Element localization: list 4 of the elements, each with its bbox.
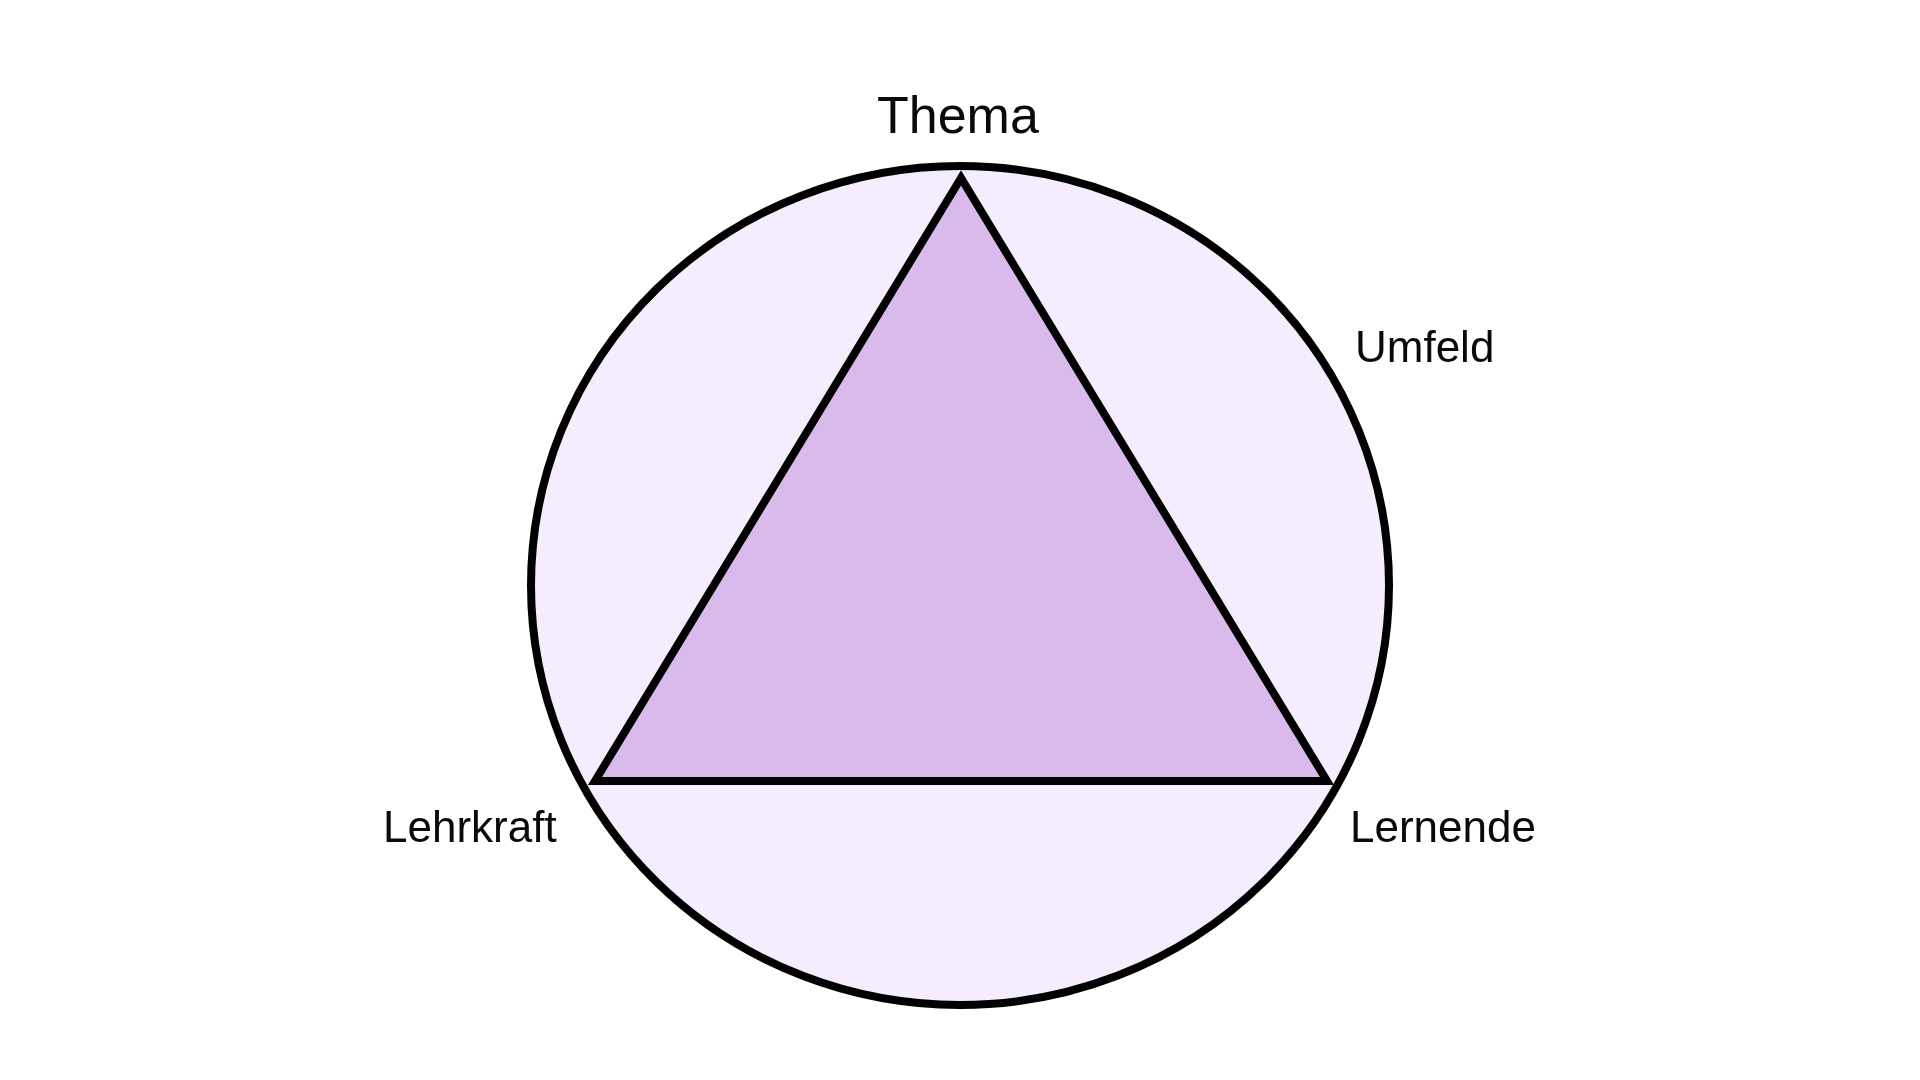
circle-label: Umfeld — [1355, 325, 1495, 369]
vertex-label: Lehrkraft — [383, 805, 557, 849]
vertex-label: Thema — [877, 89, 1039, 141]
vertex-label: Lernende — [1350, 805, 1536, 849]
